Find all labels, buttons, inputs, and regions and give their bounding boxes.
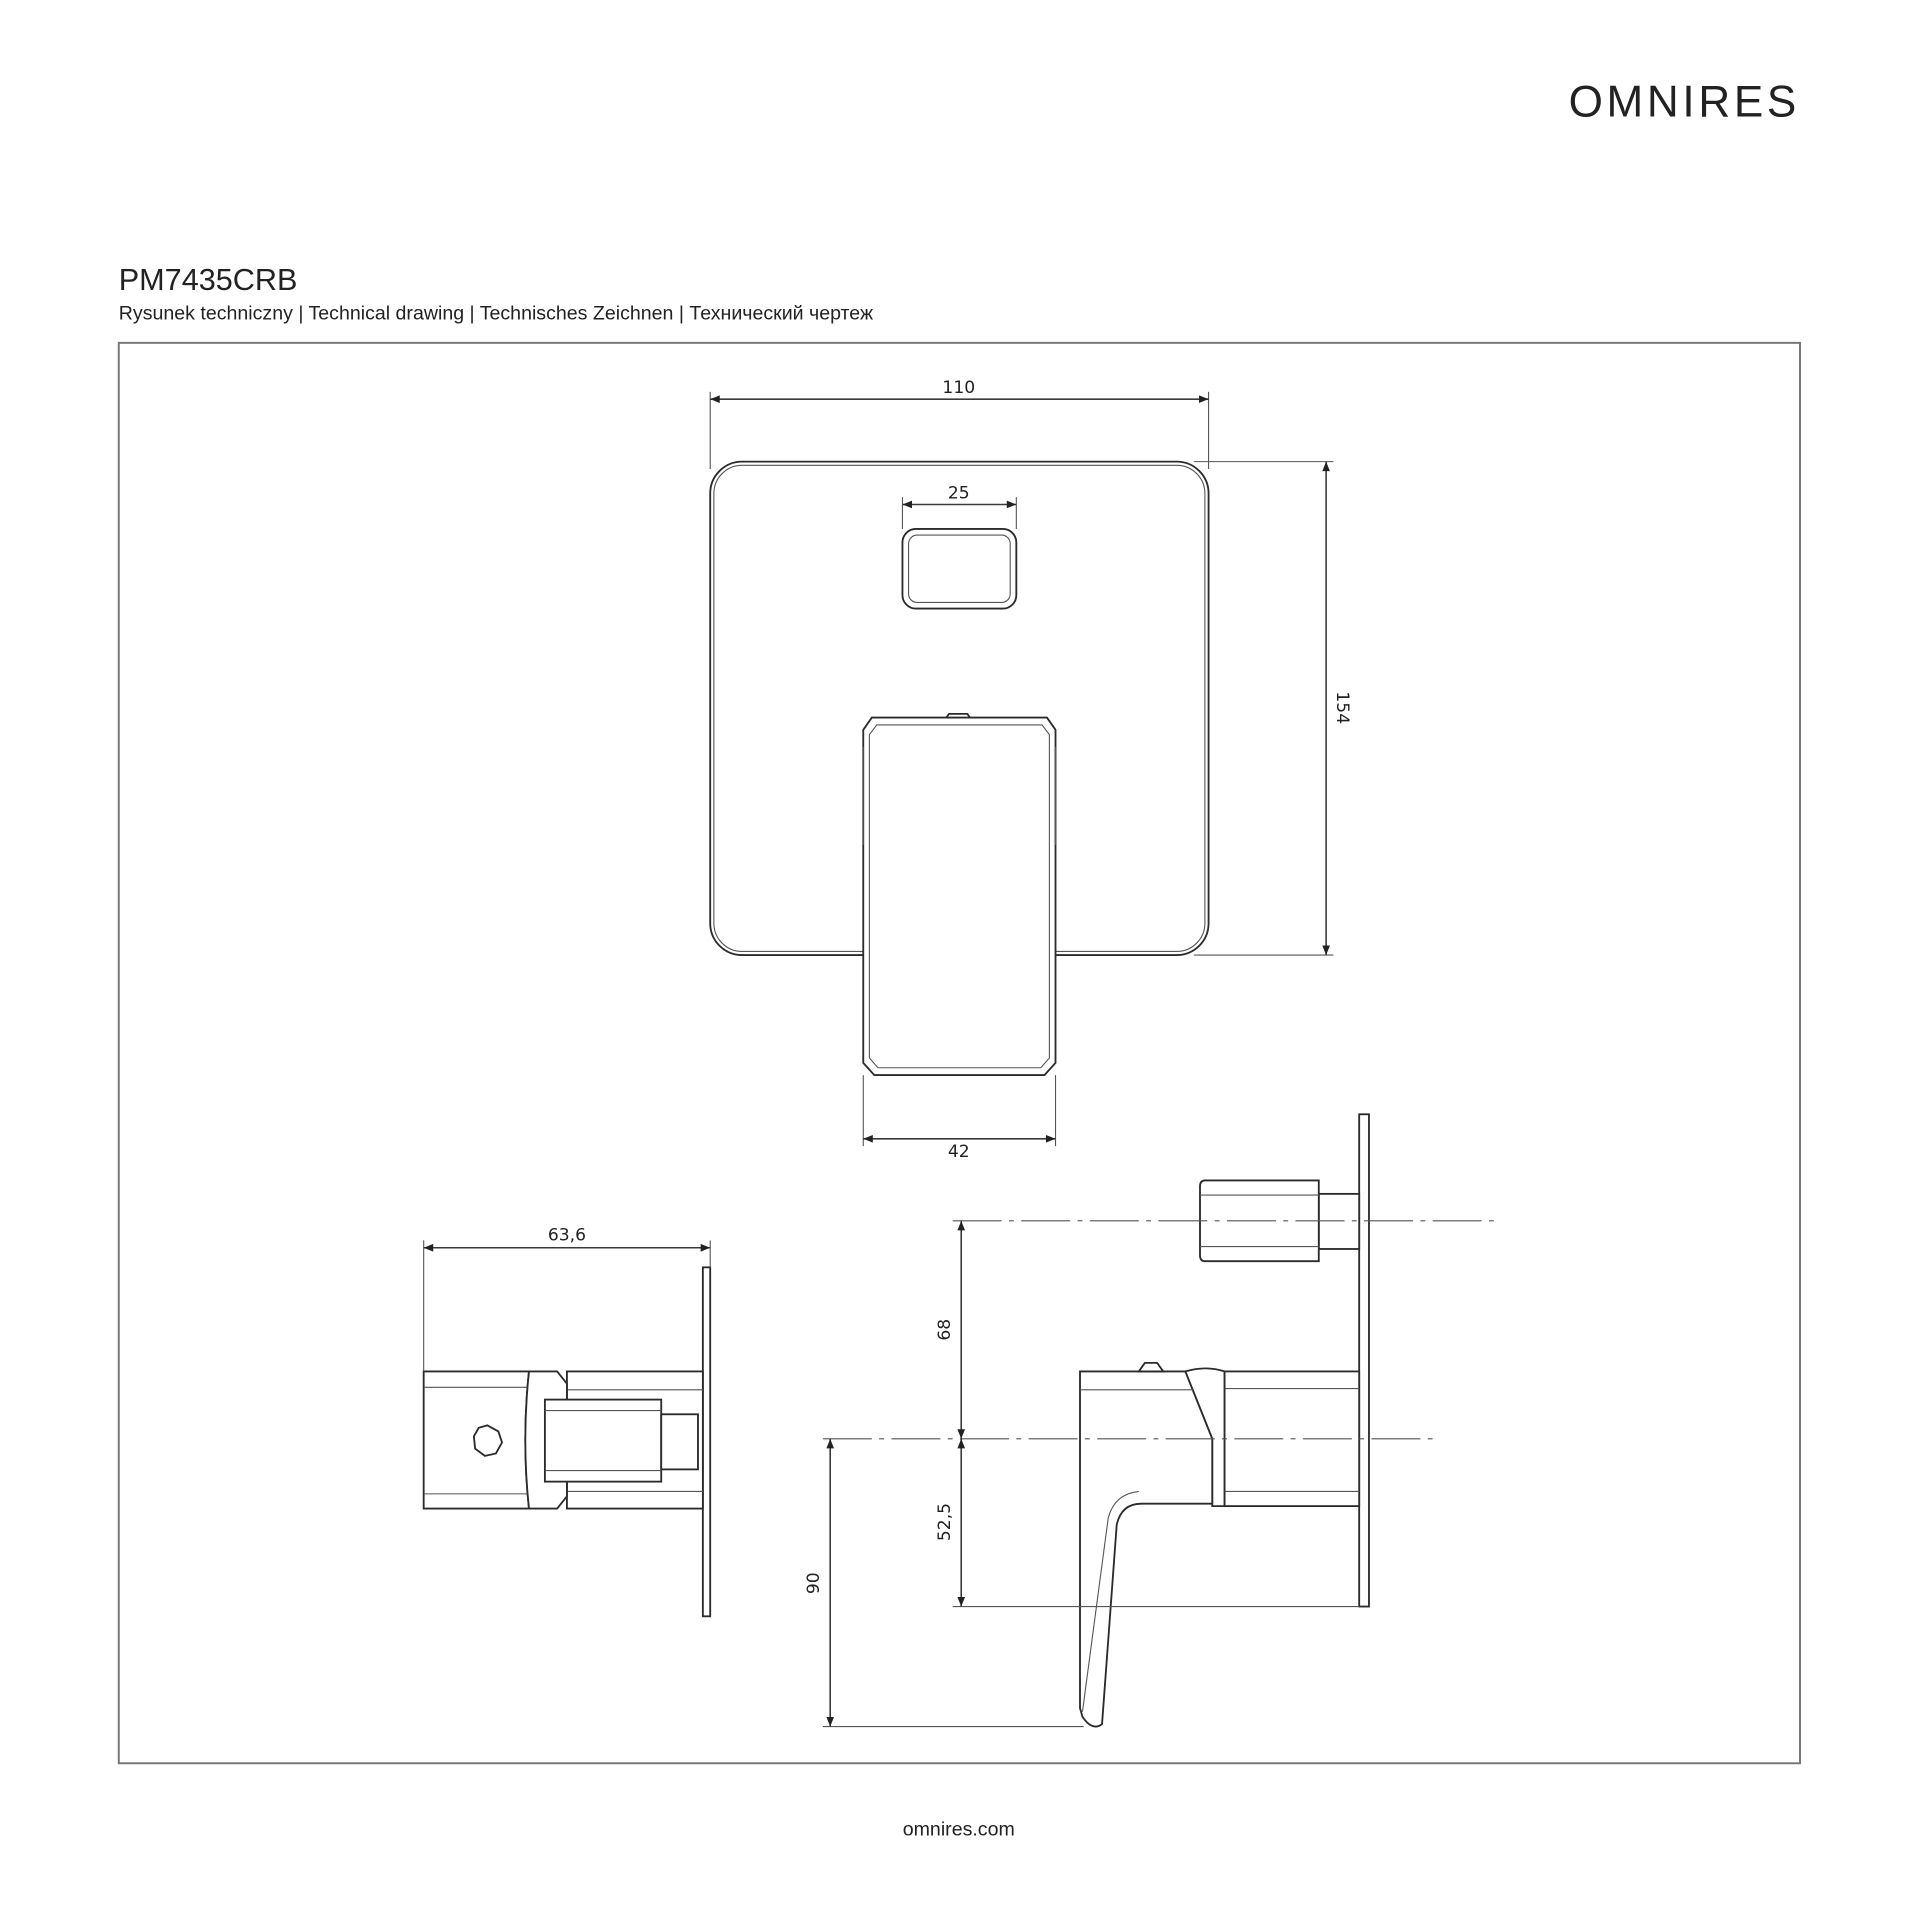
dim-button-width: 25 [948, 483, 970, 503]
dim-button-to-axis: 68 [935, 1319, 955, 1341]
dim-axis-to-bottom: 52,5 [935, 1503, 955, 1541]
handle [862, 716, 1057, 1077]
drawing-frame [117, 341, 1801, 1765]
dim-handle-width: 42 [948, 1142, 970, 1162]
dim-plate-width: 110 [942, 378, 975, 398]
side-view-left [422, 1266, 712, 1618]
side-dimensions-left: 63,6 [423, 1225, 711, 1372]
dim-plate-height: 154 [1332, 691, 1352, 724]
dim-depth: 63,6 [548, 1225, 586, 1245]
front-view [709, 460, 1210, 1077]
website-link[interactable]: omnires.com [903, 1819, 1015, 1841]
side-view-right [1079, 1113, 1370, 1728]
side-dimensions-right: 68 52,5 90 [804, 1220, 1497, 1728]
diverter-button [901, 528, 1018, 610]
drawing-subtitle: Rysunek techniczny | Technical drawing |… [119, 303, 874, 325]
dim-handle-drop: 90 [804, 1572, 824, 1594]
omnires-logo: OMNIRES [1569, 77, 1800, 126]
front-dimensions: 110 25 154 42 [709, 378, 1352, 1162]
hex-hole-icon [472, 1424, 504, 1457]
product-code: PM7435CRB [119, 263, 298, 297]
lever-handle [1079, 1370, 1214, 1728]
